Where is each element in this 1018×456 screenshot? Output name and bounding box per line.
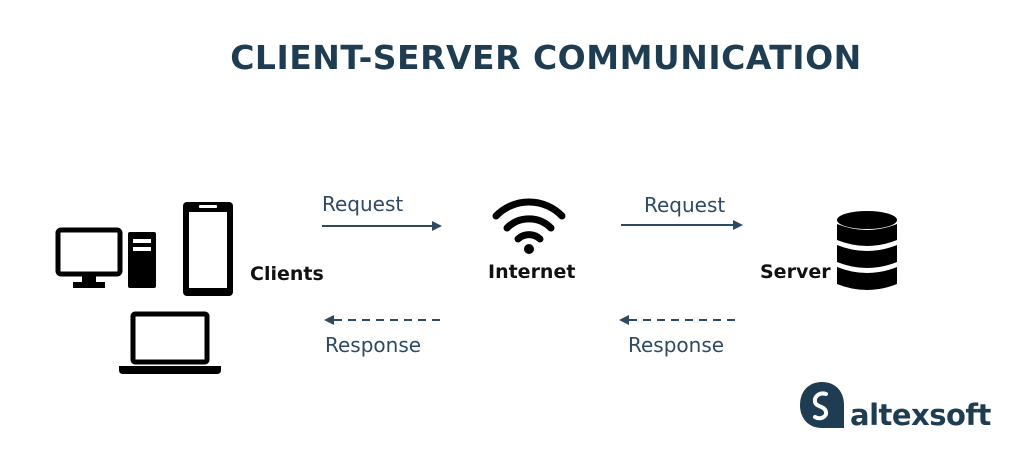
smartphone-icon	[183, 202, 233, 296]
right-request-arrow	[621, 220, 743, 230]
altexsoft-logo-icon	[800, 382, 844, 428]
right-response-arrow	[619, 315, 741, 325]
laptop-icon	[119, 311, 221, 374]
clients-label: Clients	[250, 263, 324, 285]
server-label: Server	[760, 261, 831, 283]
left-request-label: Request	[322, 192, 404, 216]
left-request-arrow	[322, 221, 442, 231]
right-request-label: Request	[644, 193, 726, 217]
left-response-label: Response	[325, 333, 422, 357]
right-response-label: Response	[628, 333, 725, 357]
internet-label: Internet	[488, 261, 576, 283]
diagram-title: CLIENT-SERVER COMMUNICATION	[230, 38, 862, 77]
left-response-arrow	[324, 315, 442, 325]
wifi-icon	[492, 198, 566, 254]
altexsoft-brand-name: altexsoft	[850, 398, 991, 432]
database-server-icon	[837, 211, 897, 290]
desktop-computer-icon	[55, 227, 156, 288]
